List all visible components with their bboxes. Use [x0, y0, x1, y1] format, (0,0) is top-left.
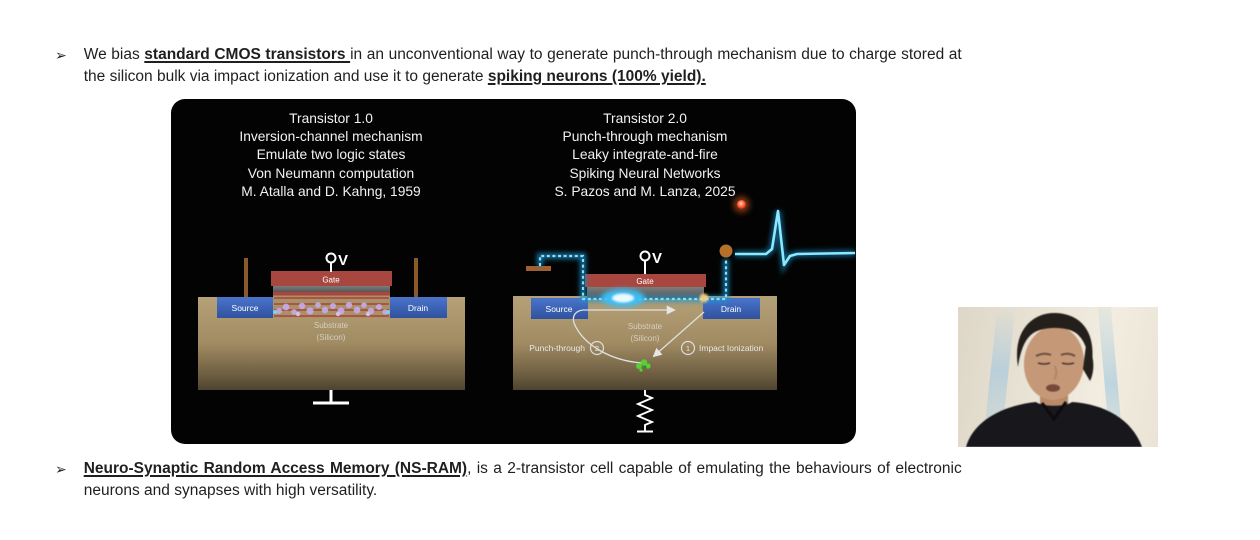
output-node — [719, 244, 733, 258]
speaker-eyebrows — [1035, 352, 1076, 357]
punch-through-number: 2 — [595, 344, 599, 353]
channel-glow-core — [612, 293, 634, 303]
punch-through-arrow — [572, 305, 676, 364]
drain-hot-spot — [699, 293, 709, 303]
gate-label: Gate — [322, 276, 340, 285]
speaker-collar — [1040, 401, 1068, 422]
oxide-red-line — [273, 292, 390, 296]
drain-region — [703, 298, 760, 319]
bullet-arrow-icon: ➢ — [55, 461, 67, 477]
speaker-hair — [1016, 312, 1093, 369]
source-contact — [244, 258, 248, 297]
bullet-1-highlight-cmos: standard CMOS transistors — [144, 46, 351, 63]
impact-number: 1 — [686, 344, 690, 353]
laser-pointer-dot — [737, 200, 746, 209]
bullet-1-mid: in an unconventional way to generate pun… — [83, 46, 962, 85]
speaker-eyes — [1037, 362, 1075, 365]
voltage-label: V — [338, 252, 348, 269]
transistor1-diagram: Source Drain Gate V Substrate (Silicon) — [198, 252, 465, 405]
substrate-label: Substrate — [314, 321, 349, 330]
gate-label: Gate — [636, 277, 654, 286]
ionization-spot — [636, 359, 651, 372]
ground-symbol — [313, 390, 349, 405]
oxide-layer — [273, 286, 390, 292]
current-path — [538, 254, 728, 301]
speaker-portrait — [966, 312, 1142, 447]
bullet-2-text: Neuro-Synaptic Random Access Memory (NS-… — [84, 458, 962, 502]
impact-ionization-label: Impact Ionization — [699, 343, 764, 353]
transistor-diagrams-figure: Source Drain Gate V Substrate (Silicon) — [198, 209, 856, 433]
drain-label: Drain — [408, 303, 429, 313]
bullet-point-2: ➢ Neuro-Synaptic Random Access Memory (N… — [55, 458, 962, 502]
sparkle-right — [386, 310, 390, 314]
transistor2-header: Transistor 2.0 Punch-through mechanism L… — [520, 110, 770, 201]
header-line: Von Neumann computation — [247, 165, 415, 181]
spike-waveform-glow — [735, 210, 856, 275]
drain-label: Drain — [721, 304, 742, 314]
source-region — [531, 298, 588, 319]
charge-carriers — [276, 301, 388, 317]
voltage-terminal — [325, 252, 337, 264]
transistor1-header: Transistor 1.0 Inversion-channel mechani… — [206, 110, 456, 201]
input-electrode — [526, 266, 551, 271]
gate-electrode — [271, 271, 392, 286]
source-region — [217, 297, 273, 318]
speaker-face — [1023, 326, 1085, 400]
resistor-symbol — [635, 390, 655, 433]
substrate-sublabel: (Silicon) — [631, 334, 660, 343]
bullet-1-highlight-spiking: spiking neurons (100% yield). — [487, 68, 706, 85]
bullet-arrow-icon: ➢ — [55, 47, 67, 63]
speaker-nose — [1053, 365, 1058, 380]
header-line: Transistor 1.0 — [289, 111, 373, 126]
substrate-label: Substrate — [628, 322, 663, 331]
spike-waveform — [735, 209, 856, 267]
source-label: Source — [232, 303, 259, 313]
header-line: Leaky integrate-and-fire — [572, 147, 718, 163]
transistor2-diagram: Source Drain Gate V — [513, 209, 856, 433]
impact-ionization-arrow — [652, 311, 705, 358]
drain-region — [390, 297, 447, 318]
voltage-terminal — [639, 250, 651, 262]
bullet-point-1: ➢ We bias standard CMOS transistors in a… — [55, 44, 962, 88]
header-line: Emulate two logic states — [256, 147, 406, 163]
punch-through-number-circle — [589, 340, 605, 356]
header-line: S. Pazos and M. Lanza, 2025 — [554, 183, 736, 199]
speaker-shirt — [966, 402, 1142, 447]
sparkle-left — [273, 310, 277, 314]
bullet-2-highlight-nsram: Neuro-Synaptic Random Access Memory (NS-… — [83, 460, 468, 477]
voltage-label: V — [652, 250, 662, 267]
header-line: Spiking Neural Networks — [569, 165, 721, 181]
substrate-sublabel: (Silicon) — [317, 333, 346, 342]
drain-contact — [414, 258, 418, 297]
bullet-2-rest: , is a 2-transistor cell capable of emul… — [83, 460, 962, 499]
gate-electrode — [585, 274, 706, 287]
header-line: Transistor 2.0 — [603, 111, 687, 126]
speaker-mouth — [1046, 384, 1060, 392]
impact-number-circle — [680, 340, 696, 356]
header-line: M. Atalla and D. Kahng, 1959 — [241, 183, 421, 199]
speaker-hair-side — [1083, 345, 1094, 381]
header-line: Punch-through mechanism — [562, 129, 728, 145]
source-label: Source — [546, 304, 573, 314]
bullet-1-text: We bias standard CMOS transistors in an … — [84, 44, 962, 88]
transistor-comparison-panel: Transistor 1.0 Inversion-channel mechani… — [171, 99, 856, 444]
header-line: Inversion-channel mechanism — [239, 129, 423, 145]
webcam-video[interactable] — [958, 307, 1158, 447]
punch-through-label: Punch-through — [529, 343, 585, 353]
bullet-1-pre: We bias — [83, 46, 145, 63]
